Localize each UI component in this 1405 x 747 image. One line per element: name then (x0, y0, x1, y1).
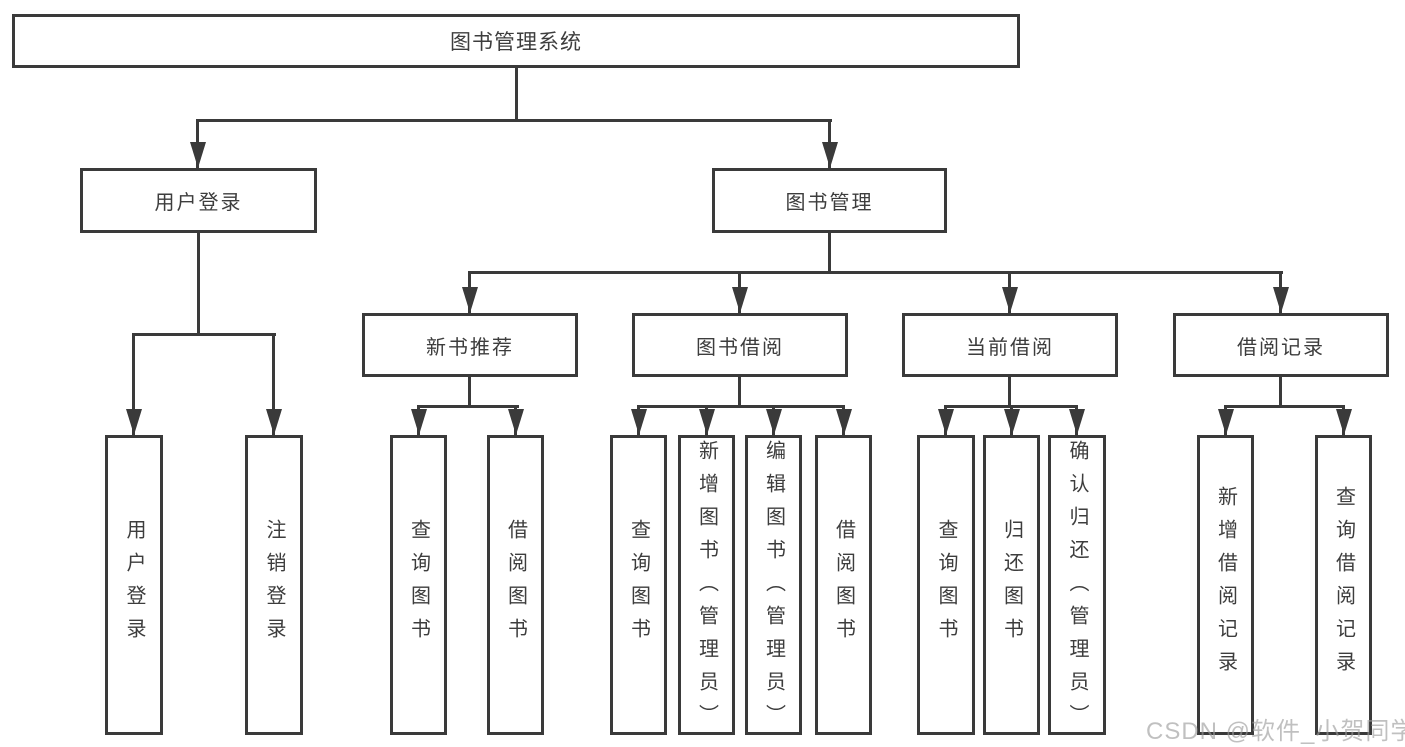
node-current-borrow-label: 当前借阅 (966, 336, 1054, 359)
node-book-management-label: 图书管理 (785, 192, 874, 214)
connector-line (828, 233, 831, 274)
connector-arrow (132, 333, 135, 435)
connector-arrow (637, 405, 640, 435)
leaf-logout-label: 注销登录 (263, 519, 285, 651)
leaf-query-borrow-record-label: 查询借阅记录 (1332, 486, 1355, 684)
connector-arrow (1342, 405, 1345, 435)
leaf-confirm-return-admin-label: 确认归还（管理员） (1066, 440, 1088, 737)
connector-line (197, 233, 200, 336)
connector-line (417, 405, 519, 408)
connector-line (196, 119, 832, 122)
node-borrow-record: 借阅记录 (1173, 313, 1389, 377)
connector-arrow (468, 271, 471, 313)
node-system: 图书管理系统 (12, 14, 1020, 68)
connector-arrow (944, 405, 947, 435)
connector-line (1279, 377, 1282, 408)
node-user-login-label: 用户登录 (154, 192, 243, 214)
leaf-confirm-return-admin: 确认归还（管理员） (1048, 435, 1106, 737)
connector-arrow (514, 405, 517, 435)
node-current-borrow: 当前借阅 (902, 313, 1118, 377)
leaf-add-books-admin-label: 新增图书（管理员） (695, 440, 718, 737)
node-borrow-record-label: 借阅记录 (1237, 336, 1325, 359)
node-new-book-recommend: 新书推荐 (362, 313, 578, 377)
leaf-edit-books-admin: 编辑图书（管理员） (745, 435, 802, 737)
leaf-borrow-books: 借阅图书 (815, 435, 872, 735)
leaf-query-books-borrow-label: 查询图书 (627, 519, 650, 651)
connector-arrow (772, 405, 775, 435)
connector-arrow (828, 119, 831, 168)
connector-arrow (1010, 405, 1013, 435)
connector-arrow (738, 271, 741, 313)
connector-line (1224, 405, 1345, 408)
connector-arrow (417, 405, 420, 435)
leaf-borrow-books-label: 借阅图书 (832, 519, 855, 651)
leaf-query-books-recommend: 查询图书 (390, 435, 447, 735)
connector-line (637, 405, 845, 408)
leaf-query-borrow-record: 查询借阅记录 (1315, 435, 1372, 735)
connector-line (468, 271, 1283, 274)
leaf-add-borrow-record: 新增借阅记录 (1197, 435, 1254, 735)
node-book-borrow-label: 图书借阅 (696, 336, 784, 359)
leaf-query-books-current: 查询图书 (917, 435, 975, 735)
connector-line (132, 333, 276, 336)
node-book-borrow: 图书借阅 (632, 313, 848, 377)
node-new-book-recommend-label: 新书推荐 (426, 336, 514, 359)
connector-line (515, 68, 518, 122)
connector-arrow (705, 405, 708, 435)
leaf-borrow-books-recommend-label: 借阅图书 (504, 519, 527, 651)
watermark: CSDN @软件_小贺同学 (1146, 718, 1405, 745)
connector-arrow (1075, 405, 1078, 435)
node-system-label: 图书管理系统 (450, 31, 582, 54)
leaf-user-login-label: 用户登录 (123, 519, 145, 651)
connector-arrow (272, 333, 275, 435)
leaf-add-books-admin: 新增图书（管理员） (678, 435, 735, 737)
leaf-query-books-recommend-label: 查询图书 (407, 519, 430, 651)
leaf-query-books-current-label: 查询图书 (935, 519, 957, 651)
node-book-management: 图书管理 (712, 168, 947, 233)
connector-arrow (1224, 405, 1227, 435)
leaf-return-books: 归还图书 (983, 435, 1040, 735)
connector-arrow (196, 119, 199, 168)
connector-arrow (1008, 271, 1011, 313)
connector-arrow (1279, 271, 1282, 313)
leaf-add-borrow-record-label: 新增借阅记录 (1214, 486, 1237, 684)
leaf-query-books-borrow: 查询图书 (610, 435, 667, 735)
leaf-user-login: 用户登录 (105, 435, 163, 735)
connector-line (468, 377, 471, 408)
connector-line (738, 377, 741, 408)
connector-line (1008, 377, 1011, 408)
leaf-logout: 注销登录 (245, 435, 303, 735)
leaf-return-books-label: 归还图书 (1000, 519, 1023, 651)
leaf-edit-books-admin-label: 编辑图书（管理员） (762, 440, 785, 737)
node-user-login: 用户登录 (80, 168, 317, 233)
leaf-borrow-books-recommend: 借阅图书 (487, 435, 544, 735)
connector-arrow (842, 405, 845, 435)
